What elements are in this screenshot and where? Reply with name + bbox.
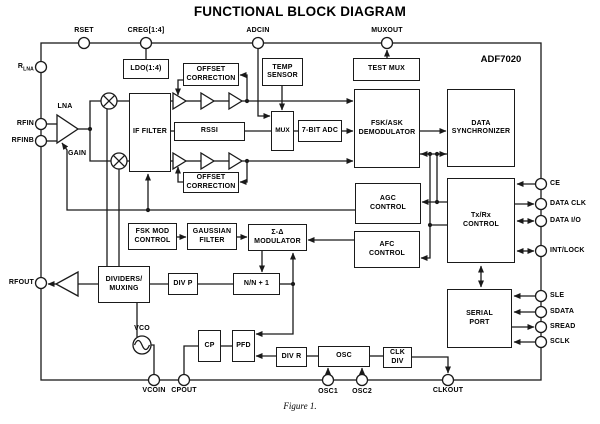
block-temp-sensor: TEMP SENSOR xyxy=(262,58,303,86)
pa-amplifier-icon xyxy=(54,270,79,298)
limiter-amplifier-icon xyxy=(172,91,188,111)
limiter-amplifier-icon xyxy=(228,151,244,171)
label-vco: VCO xyxy=(134,325,150,332)
pin-label-rfout: RFOUT xyxy=(8,279,34,286)
limiter-amplifier-icon xyxy=(200,91,216,111)
block-div-p: DIV P xyxy=(168,273,198,295)
pin-rlna xyxy=(34,60,48,74)
label-lna: LNA xyxy=(57,103,73,110)
block-ldo: LDO(1:4) xyxy=(123,59,169,79)
block-agc-control: AGC CONTROL xyxy=(355,183,421,224)
chip-name: ADF7020 xyxy=(480,54,522,65)
pin-sclk xyxy=(534,335,548,349)
pin-label-rfinb: RFINB xyxy=(11,137,34,144)
pin-int-lock xyxy=(534,244,548,258)
pin-rset xyxy=(77,36,91,50)
pin-creg xyxy=(139,36,153,50)
pin-label-sread: SREAD xyxy=(550,323,576,330)
pin-clkout xyxy=(441,373,455,387)
block-txrx-control: Tx/Rx CONTROL xyxy=(447,178,515,263)
block-offset-correction-top: OFFSET CORRECTION xyxy=(183,63,239,86)
pin-cpout xyxy=(177,373,191,387)
mixer-icons xyxy=(100,92,128,170)
pin-label-rlna: RLNA xyxy=(8,63,34,73)
pin-label-osc2: OSC2 xyxy=(352,388,372,395)
pin-label-rlna-sub: LNA xyxy=(23,66,34,73)
pin-label-ce: CE xyxy=(550,180,561,187)
pin-osc1 xyxy=(321,373,335,387)
block-clk-div: CLK DIV xyxy=(383,347,412,368)
chip-outline xyxy=(40,42,542,381)
pin-circles xyxy=(34,36,548,387)
page-title: FUNCTIONAL BLOCK DIAGRAM xyxy=(193,4,407,19)
signal-wires xyxy=(47,49,536,375)
block-mux: MUX xyxy=(271,111,294,151)
amplifier-icons xyxy=(54,91,244,298)
pin-data-io xyxy=(534,214,548,228)
pin-rfin xyxy=(34,117,48,131)
block-fsk-ask-demodulator: FSK/ASK DEMODULATOR xyxy=(354,89,420,168)
pin-label-data-clk: DATA CLK xyxy=(550,200,587,207)
pin-label-adcin: ADCIN xyxy=(246,27,270,34)
pin-vcoin xyxy=(147,373,161,387)
pin-ce xyxy=(534,177,548,191)
pin-label-cpout: CPOUT xyxy=(171,387,197,394)
block-div-r: DIV R xyxy=(276,347,307,367)
pin-label-creg: CREG[1:4] xyxy=(127,27,165,34)
pin-rfinb xyxy=(34,134,48,148)
limiter-amplifier-icon xyxy=(172,151,188,171)
figure-caption: Figure 1. xyxy=(283,401,317,411)
block-pfd: PFD xyxy=(232,330,255,362)
block-offset-correction-bottom: OFFSET CORRECTION xyxy=(183,172,239,193)
pin-label-sle: SLE xyxy=(550,292,565,299)
vco-oscillator-icon xyxy=(132,335,152,355)
pin-label-osc1: OSC1 xyxy=(318,388,338,395)
pin-label-data-io: DATA I/O xyxy=(550,217,582,224)
block-sigma-delta-modulator: Σ-Δ MODULATOR xyxy=(248,224,307,251)
block-dividers-muxing: DIVIDERS/ MUXING xyxy=(98,266,150,303)
lna-amplifier-icon xyxy=(56,113,80,145)
block-if-filter: IF FILTER xyxy=(129,93,171,172)
block-afc-control: AFC CONTROL xyxy=(354,231,420,268)
pin-sdata xyxy=(534,305,548,319)
block-test-mux: TEST MUX xyxy=(353,58,420,81)
pin-adcin xyxy=(251,36,265,50)
pin-sle xyxy=(534,289,548,303)
pin-label-muxout: MUXOUT xyxy=(371,27,403,34)
pin-label-sclk: SCLK xyxy=(550,338,570,345)
label-gain: GAIN xyxy=(68,150,87,157)
pin-label-rset: RSET xyxy=(74,27,94,34)
limiter-amplifier-icon xyxy=(228,91,244,111)
pin-sread xyxy=(534,320,548,334)
block-gaussian-filter: GAUSSIAN FILTER xyxy=(187,223,237,250)
limiter-amplifier-icon xyxy=(200,151,216,171)
pin-data-clk xyxy=(534,197,548,211)
pin-label-rlna-main: R xyxy=(17,63,24,70)
block-serial-port: SERIAL PORT xyxy=(447,289,512,348)
pin-label-int-lock: INT/LOCK xyxy=(550,247,585,254)
pin-label-rfin: RFIN xyxy=(16,120,34,127)
pin-muxout xyxy=(380,36,394,50)
pin-label-vcoin: VCOIN xyxy=(142,387,166,394)
junction-dots xyxy=(87,98,440,287)
pin-osc2 xyxy=(355,373,369,387)
block-osc: OSC xyxy=(318,346,370,367)
block-fsk-mod-control: FSK MOD CONTROL xyxy=(128,223,177,250)
block-7bit-adc: 7-BIT ADC xyxy=(298,120,342,142)
block-cp: CP xyxy=(198,330,221,362)
block-n-n1: N/N + 1 xyxy=(233,273,280,295)
pin-label-sdata: SDATA xyxy=(550,308,575,315)
pin-label-clkout: CLKOUT xyxy=(432,387,464,394)
pin-rfout xyxy=(34,276,48,290)
block-data-synchronizer: DATA SYNCHRONIZER xyxy=(447,89,515,167)
block-rssi: RSSI xyxy=(174,122,245,141)
